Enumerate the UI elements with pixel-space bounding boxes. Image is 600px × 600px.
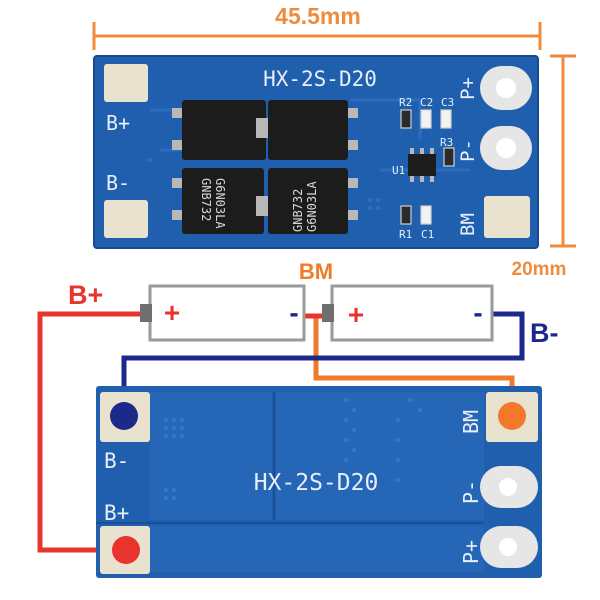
bottom-label-p-minus: P- <box>459 480 483 504</box>
top-board: HX-2S-D20 B+ B- P+ P- BM G6N03LA GNB732 <box>93 55 539 249</box>
bottom-pad-p-minus <box>480 466 538 508</box>
cell-1-negative-sign: - <box>289 297 298 328</box>
width-label: 20mm <box>512 259 567 280</box>
bottom-label-bm: BM <box>459 410 483 434</box>
mosfet-q3-marking-line1: G6N03LA <box>213 178 227 229</box>
mosfet-q2 <box>256 100 358 160</box>
bottom-label-b-plus: B+ <box>104 501 129 525</box>
mosfet-q4-marking-line1: G6N03LA <box>305 181 319 232</box>
top-pad-p-plus <box>480 66 532 110</box>
top-pad-b-minus <box>104 200 148 238</box>
top-pad-bm <box>484 196 530 238</box>
solder-point-b-plus <box>112 536 140 564</box>
designator-r1: R1 <box>399 228 412 241</box>
wire-b-plus <box>37 311 150 553</box>
bottom-pad-p-plus <box>480 526 538 568</box>
length-dimension: 45.5mm <box>92 3 542 50</box>
battery-cell-1: + - <box>140 284 306 342</box>
cell-1-positive-sign: + <box>164 297 180 328</box>
mosfet-q4-marking-line2: GNB732 <box>291 189 305 232</box>
designator-c3: C3 <box>441 96 454 109</box>
top-pad-b-plus <box>104 64 148 102</box>
bottom-board-name: HX-2S-D20 <box>254 470 379 496</box>
designator-c2: C2 <box>420 96 433 109</box>
battery-cell-2: + - <box>322 284 494 342</box>
solder-point-b-minus <box>110 402 138 430</box>
label-b-minus: B- <box>530 318 559 348</box>
bottom-label-b-minus: B- <box>104 449 129 473</box>
designator-r3: R3 <box>440 136 453 149</box>
ic-u1 <box>408 148 436 182</box>
wire-b-minus <box>121 311 525 412</box>
top-label-p-plus: P+ <box>457 77 479 100</box>
top-label-b-minus: B- <box>106 171 130 195</box>
label-bm: BM <box>299 259 333 284</box>
designator-c1: C1 <box>421 228 434 241</box>
bottom-board: HX-2S-D20 B- B+ BM P- P+ <box>96 386 542 578</box>
cell-2-negative-sign: - <box>473 297 482 328</box>
top-label-p-minus: P- <box>457 139 479 162</box>
top-label-b-plus: B+ <box>106 111 130 135</box>
top-pad-p-minus <box>480 126 532 170</box>
top-board-name: HX-2S-D20 <box>263 67 377 91</box>
mosfet-q4: G6N03LA GNB732 <box>256 168 358 234</box>
width-dimension: 20mm <box>512 54 576 280</box>
label-b-plus: B+ <box>68 280 103 310</box>
top-label-bm: BM <box>457 213 479 236</box>
designator-u1: U1 <box>392 164 405 177</box>
mosfet-q3: G6N03LA GNB732 <box>172 168 276 234</box>
smd-passives <box>400 109 455 225</box>
bottom-label-p-plus: P+ <box>459 540 483 564</box>
mosfet-q3-marking-line2: GNB732 <box>199 178 213 221</box>
cell-2-positive-sign: + <box>348 299 364 330</box>
designator-r2: R2 <box>399 96 412 109</box>
length-label: 45.5mm <box>275 3 361 29</box>
solder-point-bm <box>498 402 526 430</box>
